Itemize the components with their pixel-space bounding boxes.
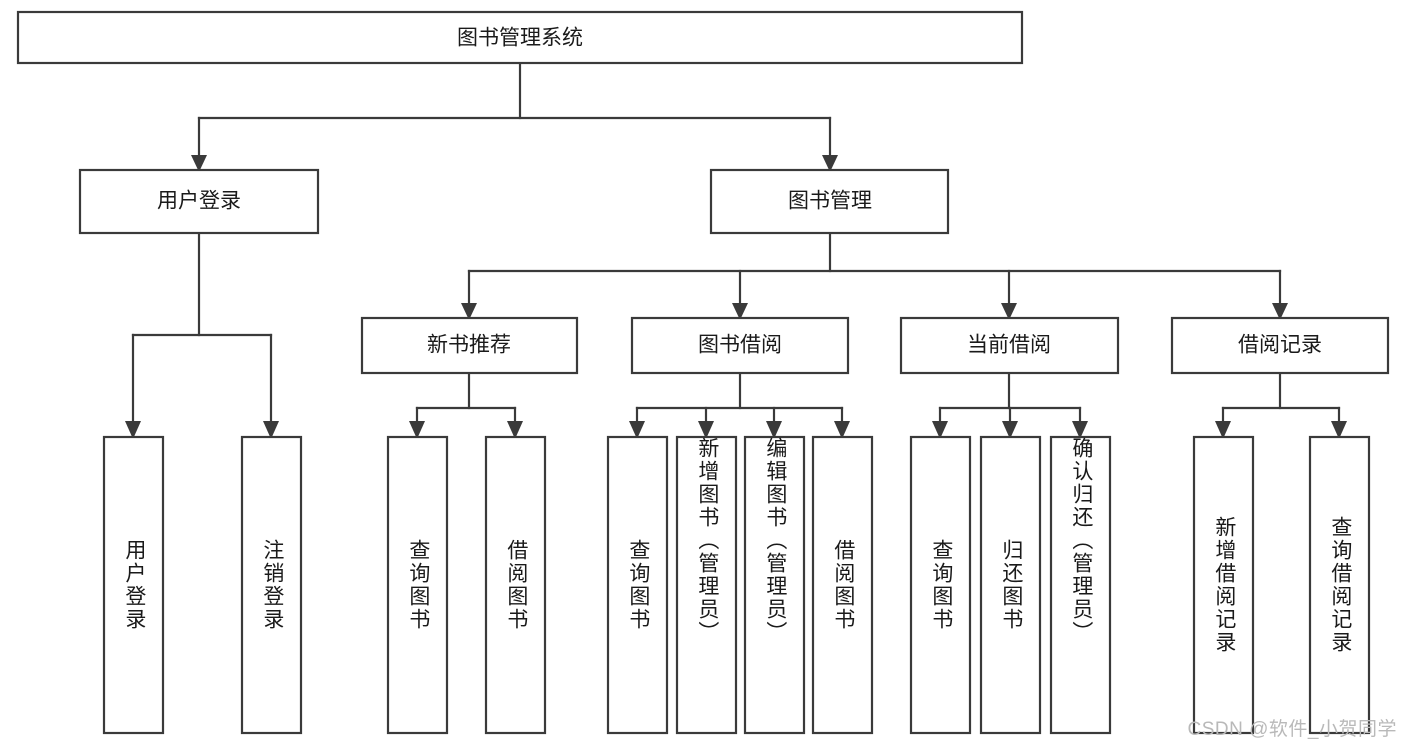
node-borrow-edit-book[interactable]	[743, 435, 806, 735]
node-user-login-do[interactable]	[102, 435, 165, 735]
arrow-to-user-login-do	[125, 421, 141, 439]
arrow-to-borrow-add-book	[698, 421, 714, 439]
node-borrow-borrow-book[interactable]	[811, 435, 874, 735]
arrow-to-borrow-edit-book	[766, 421, 782, 439]
node-root-label: 图书管理系统	[457, 27, 583, 50]
arrow-to-current-query-book	[932, 421, 948, 439]
node-record-add[interactable]	[1192, 435, 1255, 735]
node-record-query[interactable]	[1308, 435, 1371, 735]
node-root[interactable]	[16, 10, 1024, 65]
arrow-to-current-confirm-return	[1072, 421, 1088, 439]
node-user-login[interactable]	[78, 168, 320, 235]
node-current-borrow[interactable]	[899, 316, 1120, 375]
node-new-book-recommend[interactable]	[360, 316, 579, 375]
arrow-to-book-manage	[822, 155, 838, 172]
node-new-book-recommend-label: 新书推荐	[427, 334, 511, 357]
node-current-borrow-label: 当前借阅	[967, 334, 1051, 357]
csdn-watermark: CSDN @软件_小贺同学	[1187, 719, 1397, 740]
arrow-to-borrow-borrow-book	[834, 421, 850, 439]
arrow-to-current-return-book	[1002, 421, 1018, 439]
node-current-return-book[interactable]	[979, 435, 1042, 735]
arrow-to-recommend-query-book	[409, 421, 425, 439]
node-borrow-record[interactable]	[1170, 316, 1390, 375]
arrow-to-borrow-query-book	[629, 421, 645, 439]
node-book-manage-label: 图书管理	[788, 190, 872, 213]
arrow-to-user-logout	[263, 421, 279, 439]
arrow-to-user-login	[191, 155, 207, 172]
node-borrow-record-label: 借阅记录	[1238, 334, 1322, 357]
node-recommend-borrow-book[interactable]	[484, 435, 547, 735]
node-user-logout[interactable]	[240, 435, 303, 735]
node-borrow-add-book[interactable]	[675, 435, 738, 735]
node-user-login-label: 用户登录	[157, 190, 241, 213]
node-book-borrow-label: 图书借阅	[698, 334, 782, 357]
node-book-borrow[interactable]	[630, 316, 850, 375]
arrow-to-record-add	[1215, 421, 1231, 439]
node-layer: 图书管理系统 用户登录 图书管理 新书推荐 图书借阅 当前借阅 借阅记录	[16, 10, 1390, 735]
node-book-manage[interactable]	[709, 168, 950, 235]
connector-layer	[125, 61, 1347, 439]
arrow-to-current-borrow	[1001, 303, 1017, 320]
node-current-query-book[interactable]	[909, 435, 972, 735]
arrow-to-new-book-recommend	[461, 303, 477, 320]
arrow-to-book-borrow	[732, 303, 748, 320]
node-borrow-query-book[interactable]	[606, 435, 669, 735]
node-recommend-query-book[interactable]	[386, 435, 449, 735]
node-current-confirm-return[interactable]	[1049, 435, 1112, 735]
arrow-to-borrow-record	[1272, 303, 1288, 320]
arrow-to-record-query	[1331, 421, 1347, 439]
arrow-to-recommend-borrow-book	[507, 421, 523, 439]
